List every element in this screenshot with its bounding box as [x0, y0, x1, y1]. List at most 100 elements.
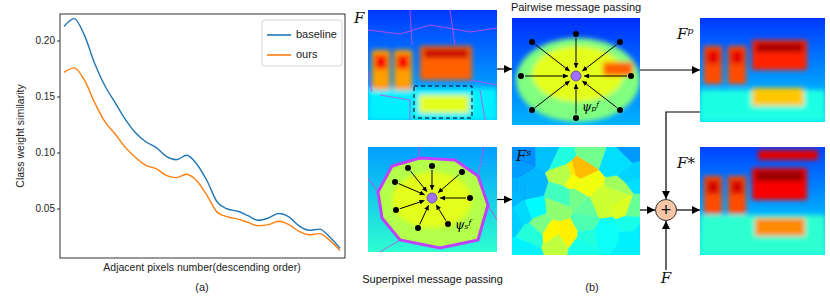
heat-blob: [731, 50, 743, 64]
flow-arrow: [497, 68, 512, 69]
heat-blob: [752, 168, 807, 200]
y-tick: [57, 97, 60, 98]
heatmap-image: [368, 10, 497, 120]
neighbor-dot: [445, 221, 451, 227]
message-arrow: [584, 76, 627, 77]
message-arrow: [399, 184, 425, 195]
superpixel-cell: [512, 237, 544, 255]
heatmap-image: [700, 147, 825, 255]
pairwise-panel: Pairwise message passing: [512, 18, 640, 125]
superpixel-cell: [567, 238, 601, 255]
superpixel-cell: [574, 170, 605, 196]
superpixel-cell: [599, 147, 632, 177]
baseline-curve: [64, 19, 340, 249]
heat-blob: [731, 180, 743, 194]
heat-blob: [700, 215, 825, 255]
heat-blob: [752, 88, 804, 106]
tick-label: 0.15: [36, 91, 55, 103]
heat-blob: [728, 46, 746, 84]
message-arrow: [525, 76, 568, 77]
superpixel-boundary: [488, 205, 497, 220]
legend-text: baseline: [296, 28, 337, 41]
superpixel-panel: Superpixel message passing: [368, 147, 497, 252]
neighbor-dot: [393, 207, 399, 213]
flow-arrow: [677, 209, 700, 210]
heat-blob: [758, 150, 818, 160]
message-arrow: [535, 81, 570, 108]
flow-arrow: [666, 112, 700, 199]
flow-arrow: [640, 69, 700, 70]
legend-frame: [262, 20, 342, 66]
y-tick: [57, 153, 60, 154]
heatmap-ground: [700, 147, 825, 255]
neighbor-dot: [518, 73, 524, 79]
message-arrow: [576, 38, 577, 68]
ours-curve: [64, 68, 340, 251]
sum-symbol: +: [661, 201, 672, 219]
message-arrow: [438, 175, 459, 193]
panel-heading: Pairwise message passing: [511, 1, 641, 14]
heat-blob: [755, 218, 805, 236]
message-arrow: [436, 205, 446, 221]
superpixel-boundary: [450, 10, 455, 45]
tick-label: 0.20: [36, 35, 55, 47]
neighbor-dot: [467, 195, 473, 201]
heat-blob: [516, 38, 640, 122]
neighbor-dot: [415, 225, 421, 231]
axis-title: Class weight similarity: [14, 84, 26, 187]
neighbor-dot: [529, 39, 535, 45]
tick-label: 0.10: [36, 147, 55, 159]
superpixel-cell: [609, 243, 640, 255]
heat-blob: [728, 176, 746, 214]
superpixel-boundary: [368, 178, 378, 192]
heat-blob: [372, 50, 390, 90]
feature-symbol: F: [661, 270, 671, 287]
center-dot: [427, 193, 437, 203]
neighbor-dot: [573, 31, 579, 37]
neighbor-dot: [617, 39, 623, 45]
heatmap-ground: [368, 147, 497, 252]
heatmap-image: [368, 147, 497, 252]
superpixel-boundary: [470, 80, 497, 85]
panel-tag: (b): [585, 281, 598, 294]
y-tick: [57, 209, 60, 210]
superpixel-cell: [519, 173, 528, 201]
feature-map-panel: F: [368, 10, 497, 120]
legend-text: ours: [296, 48, 317, 61]
flow-arrow: [640, 209, 655, 210]
superpixel-cell: [544, 182, 569, 207]
feature-symbol: F*: [677, 155, 695, 172]
neighbor-dot: [529, 107, 535, 113]
heatmap-image: [512, 18, 640, 125]
message-arrow: [410, 171, 427, 192]
heatmap-ground: [368, 10, 497, 120]
line-chart: [57, 14, 345, 258]
axis-title: Adjacent pixels number(descending order): [103, 261, 300, 273]
sum-circle: +: [655, 199, 677, 221]
superpixel-cell: [606, 187, 630, 204]
legend-line-sample: [267, 54, 291, 56]
message-arrow: [432, 170, 433, 190]
superpixel-boundary: [380, 240, 400, 252]
flow-arrow: [497, 199, 512, 200]
superpixel-boundary: [368, 25, 497, 34]
heat-blobs: [516, 38, 640, 122]
superpixel-cell: [616, 216, 640, 232]
zoom-box: [414, 86, 472, 118]
message-arrow: [582, 44, 617, 71]
legend-line-sample: [267, 34, 291, 36]
heat-blob: [756, 171, 803, 181]
superpixel-cell: [634, 224, 640, 233]
potential-symbol: ψₚᶠ: [582, 101, 599, 115]
heat-blob: [397, 55, 409, 69]
panel-heading: Superpixel message passing: [362, 273, 503, 286]
message-arrow: [535, 44, 570, 71]
heat-blobs: [700, 40, 825, 122]
superpixel-boundary: [380, 95, 410, 120]
superpixel-boundary: [418, 147, 420, 158]
superpixel-cell: [512, 207, 523, 238]
neighbor-dot: [628, 73, 634, 79]
heat-blob: [375, 55, 387, 69]
panel-tag: (a): [195, 281, 208, 294]
